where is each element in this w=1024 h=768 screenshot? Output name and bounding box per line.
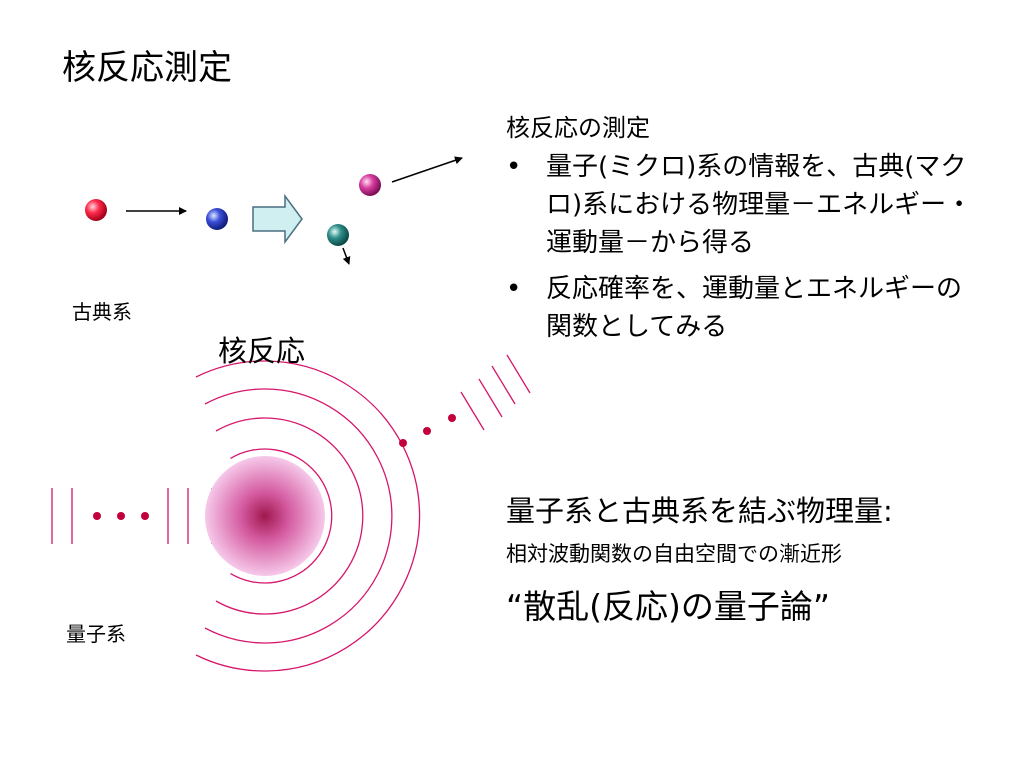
scattering-theory-quote: “散乱(反応)の量子論” (506, 587, 830, 626)
ejectile-teal-ball (327, 224, 349, 246)
quantum-system-label: 量子系 (66, 622, 126, 646)
link-quantity-title: 量子系と古典系を結ぶ物理量: (506, 494, 893, 528)
ejectile-magenta-arrow (391, 156, 463, 183)
target-nucleus (205, 456, 325, 576)
wave-dots-left (93, 512, 149, 520)
asymptotic-form-text: 相対波動関数の自由空間での漸近形 (506, 542, 842, 566)
outgoing-spherical-waves (195, 360, 421, 672)
bullet-marker: • (506, 274, 522, 304)
measurement-notes: 核反応の測定 • 量子(ミクロ)系の情報を、古典(マクロ)系における物理量－エネ… (506, 110, 976, 346)
projectile-ball (85, 199, 107, 221)
ejectile-magenta-ball (359, 174, 381, 196)
bullet-marker: • (506, 152, 522, 182)
slide-title: 核反応測定 (62, 48, 232, 88)
bullet-text: 量子(ミクロ)系の情報を、古典(マクロ)系における物理量－エネルギー・運動量－か… (546, 152, 973, 258)
target-ball (206, 208, 228, 230)
block-arrow-right-icon (252, 193, 303, 245)
bullet-list: • 量子(ミクロ)系の情報を、古典(マクロ)系における物理量－エネルギー・運動量… (506, 148, 976, 346)
incoming-plane-waves (51, 488, 213, 544)
bullet-text: 反応確率を、運動量とエネルギーの関数としてみる (546, 274, 963, 342)
notes-heading: 核反応の測定 (506, 114, 650, 142)
classical-system-label: 古典系 (72, 300, 132, 324)
bullet-item: • 反応確率を、運動量とエネルギーの関数としてみる (506, 270, 976, 346)
ejectile-teal-arrow (342, 247, 351, 265)
wave-dots-scattered (399, 414, 456, 447)
nuclear-reaction-label: 核反応 (218, 334, 306, 368)
bullet-item: • 量子(ミクロ)系の情報を、古典(マクロ)系における物理量－エネルギー・運動量… (506, 148, 976, 262)
scattered-plane-waves (460, 354, 531, 431)
